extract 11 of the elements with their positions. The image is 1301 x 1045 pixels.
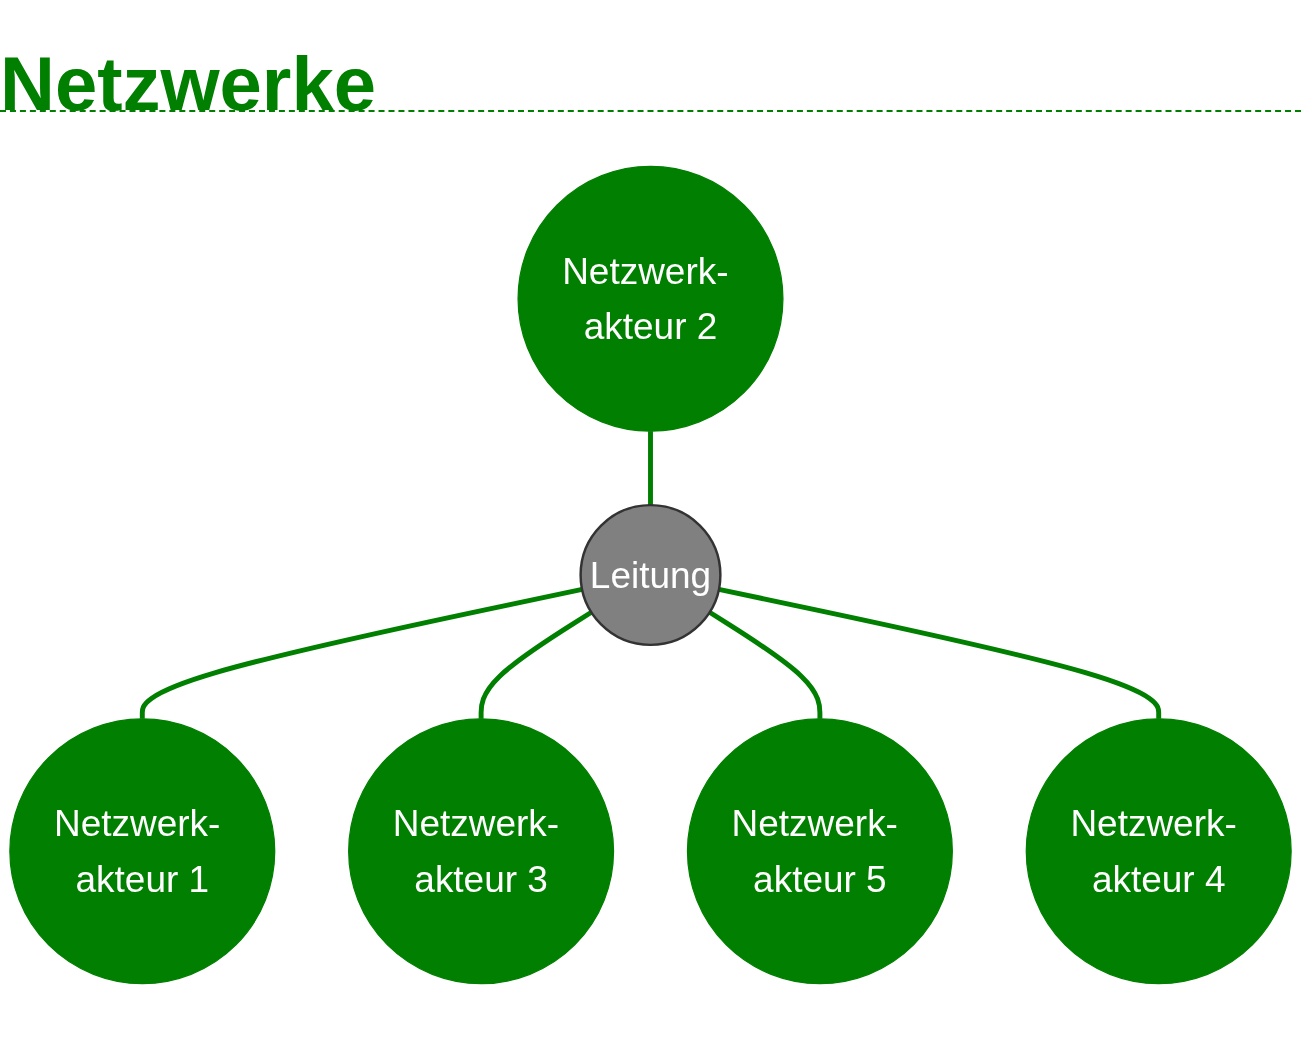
title: Netzwerke <box>0 40 376 127</box>
node-circle: Netzwerk- akteur 4 <box>1025 718 1292 985</box>
connector <box>648 431 653 506</box>
node-circle: Netzwerk- akteur 3 <box>348 718 615 985</box>
connector <box>139 586 583 719</box>
node-circle: Netzwerk- akteur 2 <box>517 165 784 432</box>
connector <box>708 610 823 719</box>
node-circle: Netzwerk- akteur 5 <box>686 718 953 985</box>
connector <box>478 610 593 719</box>
node-circle: Netzwerk- akteur 1 <box>9 718 276 985</box>
node-circle: Leitung <box>579 503 722 647</box>
